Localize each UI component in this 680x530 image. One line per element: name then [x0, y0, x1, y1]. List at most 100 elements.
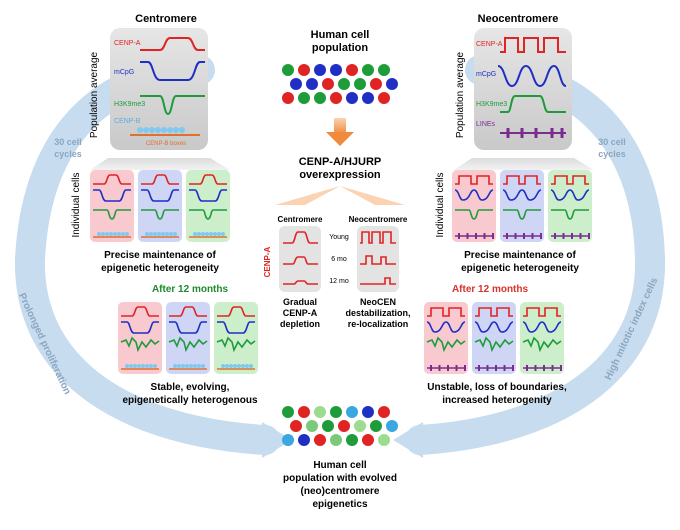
- track-label-h3k9-left: H3K9me3: [114, 101, 145, 108]
- cell-cenpa-trace: [427, 307, 465, 317]
- unstable-line1: Unstable, loss of boundaries,: [427, 382, 567, 393]
- cell-cenpb-dot: [241, 364, 245, 368]
- cell-cenpb-dot: [201, 232, 205, 236]
- cell-circle: [378, 406, 390, 418]
- centromere-title: Centromere: [135, 13, 197, 25]
- population-bottom-line1: Human cell: [313, 460, 367, 471]
- cell-cenpa-trace: [217, 306, 255, 317]
- population-average-label-right: Population average: [455, 51, 466, 138]
- overexpression-line2: overexpression: [299, 169, 381, 181]
- cell-population-top: [282, 64, 398, 104]
- cell-cenpb-dot: [157, 232, 161, 236]
- cell-circle: [378, 64, 390, 76]
- cell-cenpb-dot: [229, 364, 233, 368]
- gradual-line3: depletion: [280, 319, 320, 329]
- track-label-lines-right: LINEs: [476, 121, 496, 128]
- middle-cen-young: [283, 231, 318, 244]
- cell-circle: [362, 64, 374, 76]
- cell-panel: [90, 170, 134, 242]
- cell-panel: [118, 302, 162, 374]
- cell-circle: [282, 406, 294, 418]
- cell-circle: [338, 420, 350, 432]
- overexpression-arrow: [326, 118, 354, 146]
- cell-cenpb-dot: [125, 364, 129, 368]
- individual-cells-left: [90, 170, 230, 242]
- middle-cen-12mo: [283, 280, 318, 285]
- cell-panel: [186, 170, 230, 242]
- middle-cen-6mo: [283, 256, 318, 265]
- middle-centromere-label: Centromere: [278, 215, 323, 224]
- cell-cenpb-dot: [193, 232, 197, 236]
- population-bottom-line3: (neo)centromere: [301, 486, 380, 497]
- centromere-population-panel: [110, 28, 208, 150]
- left-funnel: [90, 158, 230, 170]
- cell-circle: [322, 420, 334, 432]
- middle-cenpa-label: CENP-A: [263, 246, 272, 277]
- individual-cells-label-left: Individual cells: [71, 172, 82, 237]
- middle-neo-6mo: [360, 255, 396, 265]
- cell-cenpb-dot: [189, 364, 193, 368]
- precise-right-line1: Precise maintenance of: [464, 250, 576, 261]
- cell-cenpb-dot: [233, 364, 237, 368]
- precise-left-line2: epigenetic heterogeneity: [101, 263, 219, 274]
- cell-cenpb-dot: [213, 232, 217, 236]
- population-bottom-line2: population with evolved: [283, 473, 397, 484]
- cell-circle: [378, 434, 390, 446]
- cycles-left-line2: cycles: [54, 149, 82, 159]
- track-label-h3k9-right: H3K9me3: [476, 101, 507, 108]
- cell-circle: [362, 92, 374, 104]
- cell-circle: [290, 78, 302, 90]
- cell-cenpb-dot: [161, 232, 165, 236]
- cell-cenpb-dot: [205, 232, 209, 236]
- cell-circle: [282, 434, 294, 446]
- cycles-right-line2: cycles: [598, 149, 626, 159]
- cell-circle: [282, 64, 294, 76]
- cell-cenpb-dot: [197, 232, 201, 236]
- cell-cenpb-dot: [101, 232, 105, 236]
- cell-circle: [322, 78, 334, 90]
- cell-circle: [370, 420, 382, 432]
- cell-cenpb-dot: [153, 364, 157, 368]
- cell-circle: [330, 92, 342, 104]
- cell-panel: [548, 170, 592, 242]
- cell-panel: [214, 302, 258, 374]
- cell-h3k9-trace: [503, 209, 541, 220]
- cell-mcpg-trace: [189, 189, 227, 202]
- mcpg-track-left: [140, 61, 205, 81]
- cell-cenpb-dot: [113, 232, 117, 236]
- cell-cenpb-dot: [181, 364, 185, 368]
- cell-cenpb-dot: [133, 364, 137, 368]
- h3k9-track-right: [500, 95, 566, 113]
- middle-neo-12mo: [360, 277, 396, 285]
- stable-line2: epigenetically heterogenous: [122, 395, 257, 406]
- cell-cenpb-dot: [129, 364, 133, 368]
- cell-circle: [386, 78, 398, 90]
- cell-circle: [298, 92, 310, 104]
- cell-panel: [166, 302, 210, 374]
- cenpb-boxes-left: [130, 127, 200, 136]
- neocen-line3: re-localization: [348, 319, 409, 329]
- cell-cenpb-dot: [105, 232, 109, 236]
- neocentromere-population-panel: [474, 28, 572, 150]
- h3k9-track-left: [140, 95, 205, 116]
- cell-h3k9-trace: [474, 336, 514, 353]
- cell-cenpb-dot: [149, 364, 153, 368]
- cell-mcpg-trace: [141, 189, 179, 202]
- cell-circle: [314, 92, 326, 104]
- cenpa-track-right: [500, 37, 566, 53]
- cell-circle: [362, 406, 374, 418]
- cell-cenpb-dot: [141, 364, 145, 368]
- cell-cenpb-dot: [173, 232, 177, 236]
- cell-cenpb-dot: [153, 232, 157, 236]
- cell-mcpg-trace: [550, 189, 590, 201]
- cell-cenpb-dot: [173, 364, 177, 368]
- cell-circle: [314, 406, 326, 418]
- stable-line1: Stable, evolving,: [151, 382, 230, 393]
- cenpb-boxes-label: CENP-B boxes: [146, 141, 186, 147]
- middle-centromere-box: [279, 226, 321, 292]
- cell-mcpg-trace: [121, 321, 159, 334]
- cenpa-track-left: [140, 37, 205, 51]
- right-funnel: [454, 158, 594, 170]
- cell-circle: [306, 78, 318, 90]
